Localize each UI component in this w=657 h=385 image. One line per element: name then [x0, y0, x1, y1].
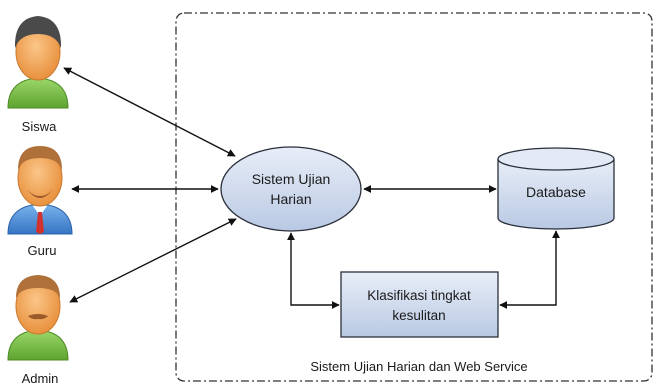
actor-admin-label: Admin — [22, 371, 59, 385]
classification-box — [340, 271, 499, 338]
process-sistem-ujian-harian — [220, 146, 362, 232]
edge-admin-process — [69, 218, 237, 303]
actor-admin-icon — [7, 275, 69, 361]
process-label-line2: Harian — [270, 191, 311, 207]
actor-siswa-icon — [7, 16, 69, 109]
edge-process-classification — [287, 232, 340, 309]
classification-label-line2: kesulitan — [392, 308, 445, 323]
actor-guru-icon — [7, 146, 73, 235]
process-label-line1: Sistem Ujian — [252, 171, 331, 187]
actor-siswa-label: Siswa — [22, 119, 57, 134]
system-boundary-label: Sistem Ujian Harian dan Web Service — [310, 359, 527, 374]
edge-siswa-process — [63, 67, 236, 157]
actor-guru-label: Guru — [28, 243, 57, 258]
database-cylinder — [497, 147, 615, 230]
database-label: Database — [526, 184, 586, 200]
system-boundary — [175, 12, 653, 382]
classification-label-line1: Klasifikasi tingkat — [367, 288, 471, 303]
edge-database-classification — [499, 230, 560, 309]
